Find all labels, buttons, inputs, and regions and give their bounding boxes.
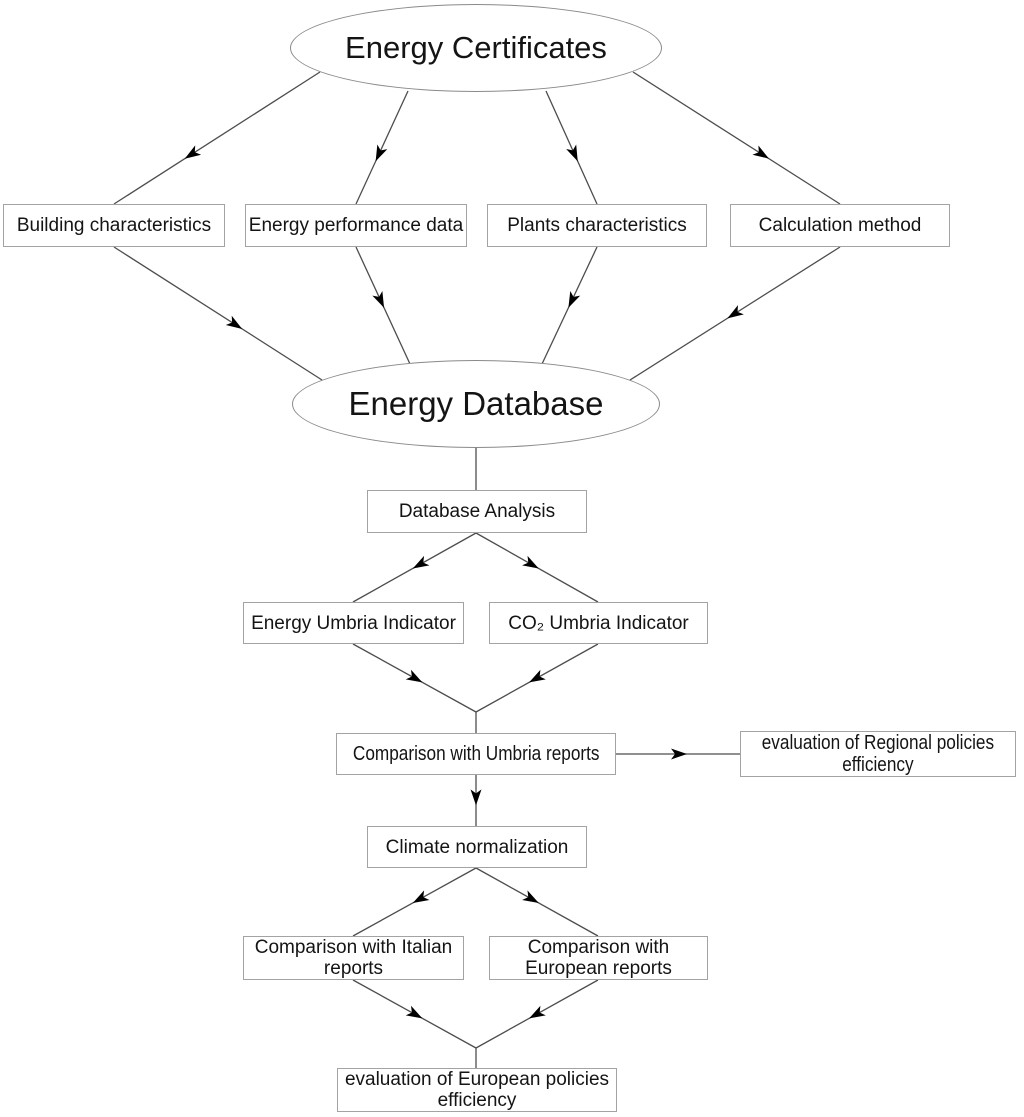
arrowhead-icon	[225, 315, 243, 329]
arrowhead-icon	[412, 555, 430, 569]
arrowhead-icon	[671, 748, 687, 760]
node-label: Comparison with Italian reports	[254, 937, 453, 979]
arrowhead-icon	[727, 305, 744, 319]
node-comparison-italian-reports: Comparison with Italian reports	[243, 936, 464, 980]
arrowhead-icon	[184, 145, 202, 159]
arrowhead-icon	[375, 144, 388, 162]
arrowhead-icon	[405, 1005, 423, 1019]
node-comparison-umbria-reports: Comparison with Umbria reports	[336, 733, 616, 775]
arrowhead-icon	[529, 669, 546, 683]
node-plants-characteristics: Plants characteristics	[487, 204, 707, 247]
node-label: Energy Umbria Indicator	[251, 612, 456, 634]
node-climate-normalization: Climate normalization	[367, 826, 587, 868]
node-energy-umbria-indicator: Energy Umbria Indicator	[243, 602, 464, 644]
node-label: Energy performance data	[248, 215, 464, 236]
arrowhead-icon	[470, 789, 482, 806]
node-label: Energy Certificates	[345, 30, 607, 65]
node-label: evaluation of European policies efficien…	[344, 1069, 610, 1111]
node-label: Comparison with Umbria reports	[352, 743, 600, 765]
node-evaluation-regional-policies: evaluation of Regional policies efficien…	[740, 731, 1016, 777]
arrowhead-icon	[412, 890, 430, 903]
node-label: evaluation of Regional policies efficien…	[761, 732, 995, 776]
node-label: Comparison with European reports	[525, 937, 672, 979]
node-label: Climate normalization	[385, 836, 569, 858]
arrowhead-icon	[405, 669, 423, 683]
arrowhead-icon	[568, 290, 581, 308]
node-database-analysis: Database Analysis	[367, 490, 587, 533]
node-label: Database Analysis	[398, 501, 556, 522]
node-label: CO₂ Umbria Indicator	[508, 612, 689, 634]
node-evaluation-european-policies: evaluation of European policies efficien…	[337, 1068, 617, 1112]
node-label: Calculation method	[758, 215, 922, 236]
node-energy-certificates: Energy Certificates	[290, 4, 662, 92]
node-energy-database: Energy Database	[292, 360, 660, 448]
node-label: Plants characteristics	[507, 215, 687, 236]
node-comparison-european-reports: Comparison with European reports	[489, 936, 708, 980]
node-label: Energy Database	[348, 385, 604, 422]
arrowhead-icon	[522, 890, 539, 903]
arrowhead-icon	[372, 290, 385, 308]
node-building-characteristics: Building characteristics	[3, 204, 225, 247]
arrowhead-icon	[522, 555, 539, 569]
node-calculation-method: Calculation method	[730, 204, 950, 247]
node-co2-umbria-indicator: CO₂ Umbria Indicator	[489, 602, 708, 644]
arrowhead-icon	[529, 1005, 546, 1019]
node-label: Building characteristics	[16, 215, 212, 236]
arrowhead-icon	[566, 144, 578, 162]
node-energy-performance-data: Energy performance data	[245, 204, 467, 247]
arrowhead-icon	[752, 145, 769, 159]
